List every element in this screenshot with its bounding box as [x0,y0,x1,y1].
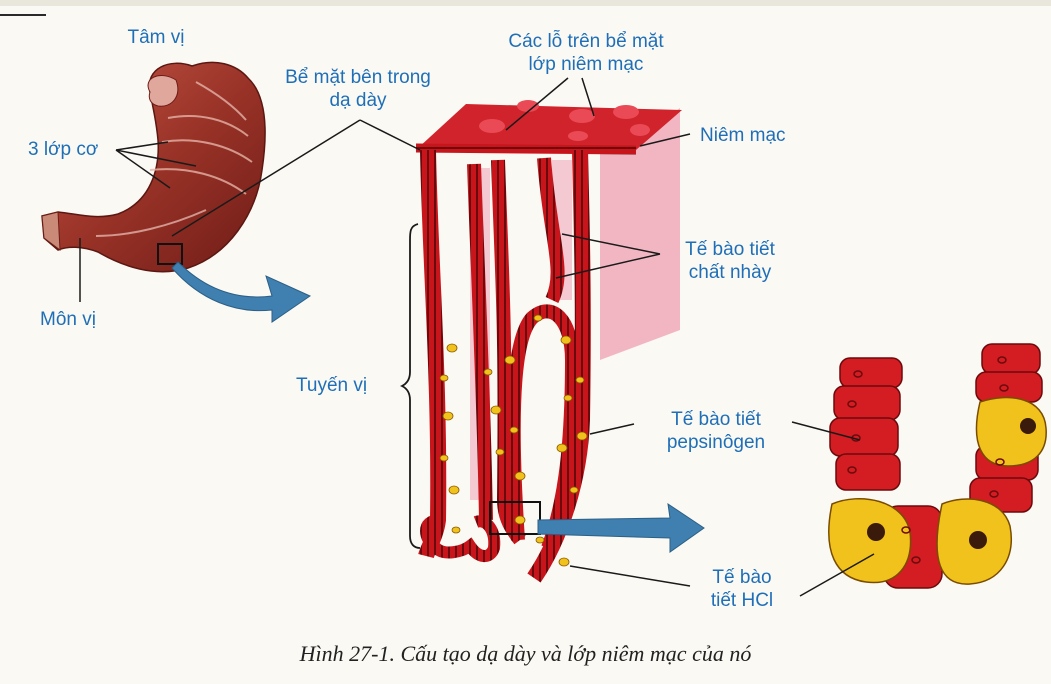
gland-left-wall [426,150,438,556]
leader-hcl [570,566,690,586]
label-mon-vi: Môn vị [40,308,96,331]
label-te-bao-hcl: Tế bào tiết HCl [682,566,802,612]
label-tam-vi: Tâm vị [116,26,196,49]
label-be-mat-ben-trong: Bể mặt bên trong dạ dày [258,66,458,112]
mucosa-block [416,100,682,578]
leader-pepsinogen [590,424,634,434]
parietal-cell-1 [829,499,911,583]
gland-loop [514,311,572,548]
label-3-lop-co: 3 lớp cơ [28,138,98,161]
cardia [148,76,178,107]
label-cac-lo: Các lỗ trên bể mặt lớp niêm mạc [470,30,702,76]
label-niem-mac: Niêm mạc [700,124,786,147]
arrow-stomach-to-mucosa [172,262,310,322]
label-tuyen-vi: Tuyến vị [296,374,367,397]
parietal-cell-3 [976,398,1046,466]
tuyen-vi-brace [402,224,420,548]
figure-caption: Hình 27-1. Cấu tạo dạ dày và lớp niêm mạ… [0,641,1051,667]
cell-cluster [829,344,1046,588]
stomach-illustration [42,62,265,271]
label-te-bao-chat-nhay: Tế bào tiết chất nhày [660,238,800,284]
label-te-bao-pepsinogen: Tế bào tiết pepsinôgen [640,408,792,454]
